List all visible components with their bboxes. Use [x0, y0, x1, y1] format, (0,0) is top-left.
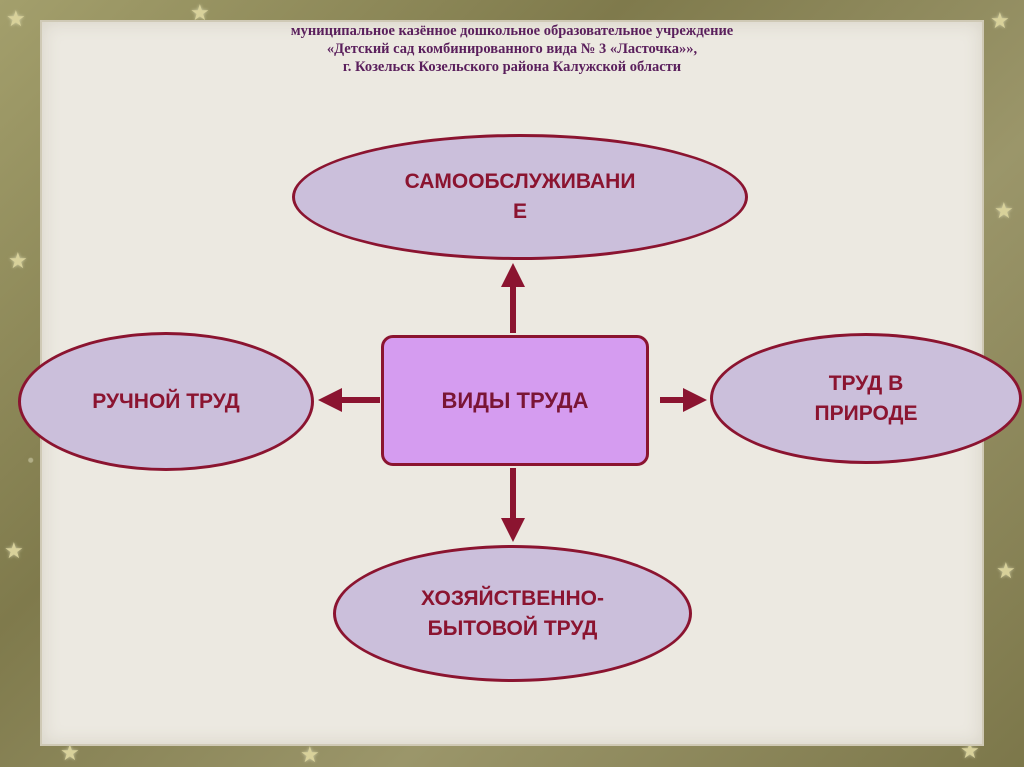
star-decoration: ★: [190, 0, 210, 25]
star-decoration: ★: [60, 740, 80, 765]
star-decoration: ★: [8, 248, 28, 273]
ellipse-labor-in-nature: ТРУД В ПРИРОДЕ: [710, 333, 1022, 464]
star-decoration: ★: [6, 6, 26, 31]
center-node-label: ВИДЫ ТРУДА: [441, 387, 589, 413]
star-decoration: ★: [300, 742, 320, 767]
manual-labor-label: РУЧНОЙ ТРУД: [92, 389, 240, 413]
ellipse-self-service: САМООБСЛУЖИВАНИ Е: [292, 134, 748, 260]
header-line-1: муниципальное казённое дошкольное образо…: [290, 23, 734, 39]
ellipse-household-labor: ХОЗЯЙСТВЕННО- БЫТОВОЙ ТРУД: [333, 545, 692, 682]
star-decoration: ★: [960, 738, 980, 763]
labor-in-nature-label-line1: ТРУД В: [828, 371, 904, 395]
star-decoration: ★: [996, 558, 1016, 583]
star-decoration: ★: [990, 8, 1010, 33]
self-service-label-line2: Е: [512, 200, 527, 223]
header-line-2: «Детский сад комбинированного вида № 3 «…: [326, 41, 698, 57]
household-labor-label-line2: БЫТОВОЙ ТРУД: [427, 616, 598, 640]
labor-in-nature-label-line2: ПРИРОДЕ: [814, 401, 918, 425]
ellipse-manual-labor: РУЧНОЙ ТРУД: [18, 332, 314, 471]
star-decoration: ★: [4, 538, 24, 563]
header-line-3: г. Козельск Козельского района Калужской…: [342, 59, 682, 75]
self-service-label-line1: САМООБСЛУЖИВАНИ: [404, 170, 636, 193]
center-node-types-of-labor: ВИДЫ ТРУДА: [381, 335, 649, 466]
household-labor-label-line1: ХОЗЯЙСТВЕННО-: [421, 586, 604, 610]
star-decoration: ★: [994, 198, 1014, 223]
slide-header: муниципальное казённое дошкольное образо…: [42, 22, 982, 76]
